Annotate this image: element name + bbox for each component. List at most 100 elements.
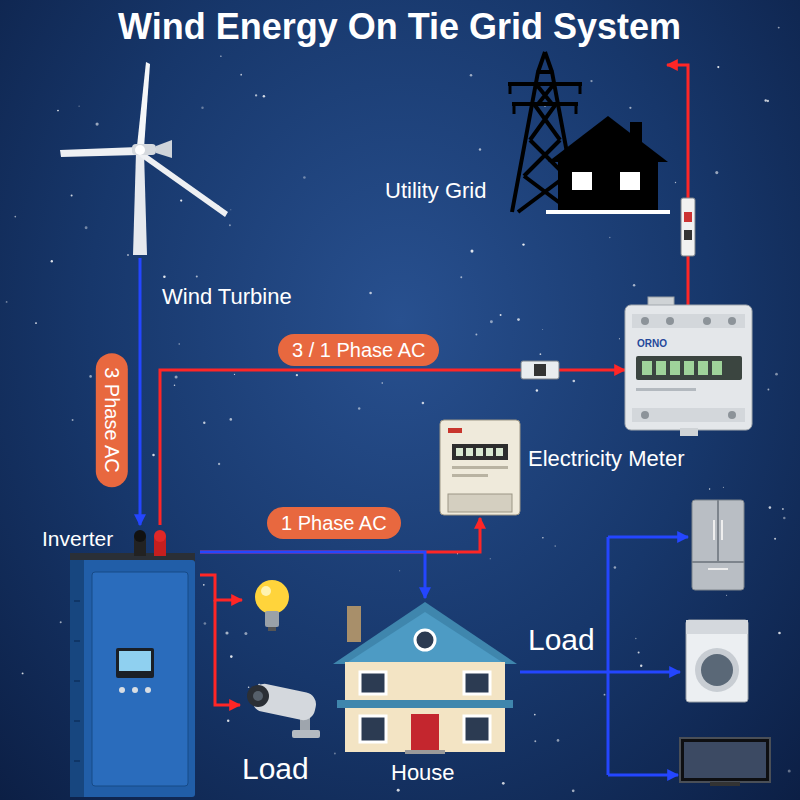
- star: [726, 595, 727, 596]
- star: [490, 558, 491, 559]
- star: [225, 631, 228, 634]
- star: [640, 665, 642, 667]
- light-bulb: [261, 586, 271, 596]
- breaker: [534, 364, 546, 376]
- star: [534, 714, 536, 716]
- grid-house: [546, 210, 670, 214]
- node-label: Inverter: [42, 527, 113, 551]
- star: [303, 176, 306, 179]
- electricity-meter: [496, 448, 503, 456]
- star: [96, 123, 99, 126]
- din-energy-meter: [670, 361, 680, 375]
- grid-tie-inverter: [74, 760, 80, 762]
- house: [337, 700, 513, 708]
- star: [572, 380, 575, 383]
- meter-node: Electricity Meter: [440, 418, 720, 518]
- wind-turbine: [139, 151, 228, 217]
- node-label: House: [391, 760, 455, 785]
- star: [542, 329, 543, 330]
- star: [470, 74, 473, 77]
- star: [175, 375, 178, 378]
- star: [778, 27, 780, 29]
- star: [369, 292, 372, 295]
- connector-group: [140, 65, 688, 672]
- star-field: [6, 27, 791, 793]
- node-label: ORNO: [637, 338, 667, 350]
- star: [178, 343, 179, 344]
- star: [554, 545, 556, 547]
- breaker: [521, 361, 559, 379]
- star: [542, 537, 543, 538]
- load-node: Load: [680, 495, 770, 785]
- din-energy-meter: [703, 317, 711, 325]
- grid-tie-inverter: [74, 600, 80, 602]
- connector: [667, 65, 688, 305]
- din-energy-meter: [625, 297, 752, 436]
- power-pylon: [510, 84, 580, 114]
- star: [204, 622, 207, 625]
- star: [764, 99, 766, 101]
- load-bracket: [608, 537, 688, 775]
- star: [778, 632, 781, 635]
- star: [788, 769, 791, 772]
- star: [227, 719, 229, 721]
- din-energy-meter: [625, 305, 752, 430]
- load-bracket: [608, 536, 688, 539]
- star: [540, 353, 542, 355]
- grid-house: [546, 116, 670, 214]
- washing-machine: [686, 620, 748, 634]
- din-energy-meter: [641, 411, 649, 419]
- television: [680, 738, 770, 786]
- star: [557, 739, 560, 742]
- grid-tie-inverter: [70, 560, 195, 797]
- grid-tie-inverter: [119, 687, 125, 693]
- refrigerator: [717, 500, 719, 562]
- grid-tie-inverter: [134, 530, 146, 542]
- wind-turbine: [60, 147, 139, 157]
- star: [230, 655, 233, 658]
- star: [767, 100, 769, 102]
- light-bulb: [265, 611, 279, 627]
- node-label: Utility Grid: [385, 178, 486, 203]
- din-energy-meter: [642, 361, 652, 375]
- house: [347, 606, 361, 642]
- house: [333, 602, 517, 664]
- breaker: [521, 361, 559, 379]
- star: [60, 621, 62, 623]
- star: [675, 182, 676, 183]
- star: [263, 95, 265, 97]
- star: [240, 74, 242, 76]
- load-wire: [215, 600, 240, 705]
- grid-tie-inverter: [154, 530, 166, 542]
- house-node: House: [325, 598, 520, 790]
- refrigerator: [721, 520, 723, 540]
- electricity-meter: [466, 448, 473, 456]
- breaker: [681, 198, 695, 256]
- din-energy-meter: [712, 361, 722, 375]
- star: [71, 195, 73, 197]
- electricity-meter: [452, 474, 488, 477]
- house: [415, 630, 435, 650]
- star: [234, 374, 235, 375]
- grid-tie-inverter: [74, 640, 80, 642]
- star: [629, 107, 631, 109]
- grid-tie-inverter: [92, 572, 188, 786]
- star: [638, 652, 640, 654]
- star: [502, 782, 505, 785]
- star: [633, 284, 635, 286]
- star: [358, 407, 360, 409]
- star: [163, 275, 166, 278]
- load-node: Load: [242, 572, 332, 792]
- star: [399, 570, 400, 571]
- washing-machine: [701, 654, 733, 686]
- house: [345, 612, 505, 664]
- refrigerator: [708, 568, 728, 570]
- grid-tie-inverter: [70, 560, 84, 797]
- electricity-meter: [448, 428, 462, 433]
- breaker: [684, 230, 692, 240]
- energy-meter-node: ORNO: [625, 305, 752, 430]
- wind-turbine: [156, 140, 172, 158]
- star: [14, 216, 16, 218]
- star: [248, 686, 250, 688]
- house: [405, 750, 445, 754]
